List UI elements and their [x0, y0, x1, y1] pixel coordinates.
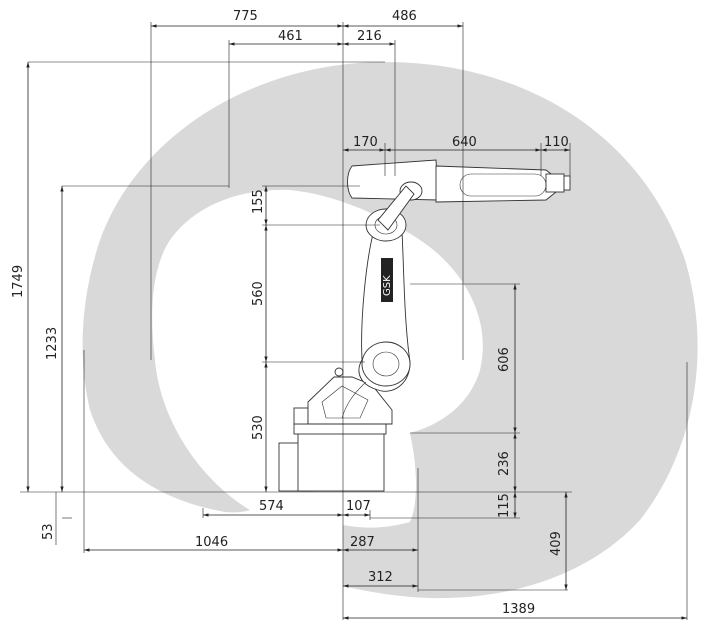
robot-arm-logo-plate [381, 258, 393, 302]
dim-170: 170 [353, 135, 378, 150]
dim-1046: 1046 [195, 535, 228, 550]
dim-461: 461 [278, 29, 303, 44]
robot-arm: GSK [278, 159, 571, 492]
robot-link-rod [377, 185, 415, 231]
robot-flange [563, 175, 571, 191]
dim-236: 236 [497, 451, 512, 476]
dim-110: 110 [544, 135, 569, 150]
dimension-lines [26, 24, 687, 620]
robot-wrist [545, 173, 565, 193]
dim-606: 606 [497, 347, 512, 372]
dim-1389: 1389 [502, 602, 535, 617]
robot-shoulder-joint [361, 341, 411, 387]
extension-lines [20, 22, 688, 620]
robot-base-top [293, 423, 387, 435]
robot-base [297, 431, 385, 492]
dim-53: 53 [41, 523, 56, 540]
robot-eyebolt [334, 367, 344, 377]
robot-base-side [293, 407, 309, 425]
dim-312: 312 [368, 570, 393, 585]
dim-775: 775 [233, 9, 258, 24]
dim-1749: 1749 [11, 265, 26, 298]
dim-155: 155 [251, 189, 266, 214]
robot-logo: GSK [382, 275, 393, 296]
dim-574: 574 [259, 499, 284, 514]
dim-216: 216 [357, 29, 382, 44]
dim-486: 486 [392, 9, 417, 24]
robot-forearm [435, 165, 557, 203]
dim-530: 530 [251, 415, 266, 440]
dim-115: 115 [497, 493, 512, 518]
dimension-labels: 775 486 461 216 170 640 110 1749 1233 53… [11, 9, 569, 617]
dim-409: 409 [549, 531, 564, 556]
dim-640: 640 [452, 135, 477, 150]
robot-upper-arm-housing [347, 159, 439, 201]
dim-287: 287 [350, 535, 375, 550]
robot-shoulder-joint-inner [372, 351, 400, 377]
dim-560: 560 [251, 281, 266, 306]
dim-107: 107 [346, 499, 371, 514]
robot-waist-detail [321, 385, 369, 419]
dim-1233: 1233 [45, 327, 60, 360]
